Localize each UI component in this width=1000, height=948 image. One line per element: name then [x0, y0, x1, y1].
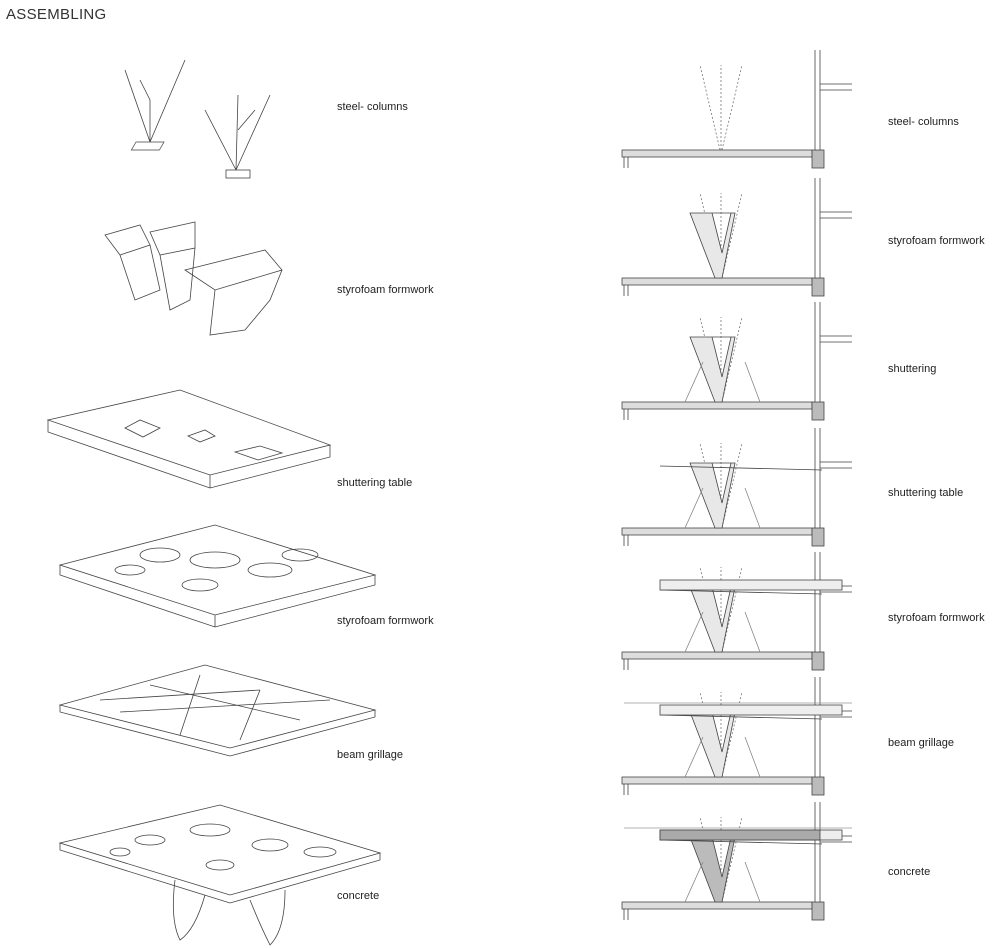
section-step-4 — [621, 428, 852, 547]
left-concrete-drawing — [58, 804, 382, 946]
section-step-3 — [621, 302, 852, 421]
section-step-2 — [621, 178, 852, 297]
left-beam-grillage-drawing — [58, 664, 377, 757]
right-step-label: shuttering — [888, 363, 937, 375]
left-shuttering-table-drawing — [46, 389, 332, 489]
left-step-label: beam grillage — [337, 749, 404, 761]
right-step-label: beam grillage — [888, 737, 955, 749]
diagram-title: ASSEMBLING — [6, 6, 107, 23]
section-step-6 — [621, 677, 852, 796]
section-step-7 — [621, 802, 852, 921]
section-step-1 — [621, 50, 852, 169]
left-step-label: styrofoam formwork — [337, 615, 434, 627]
left-step-label: steel- columns — [337, 101, 408, 113]
right-step-label: steel- columns — [888, 116, 959, 128]
right-step-label: styrofoam formwork — [888, 612, 985, 624]
left-formwork-slab-drawing — [58, 524, 377, 628]
left-step-label: shuttering table — [337, 477, 413, 489]
left-step-label: concrete — [337, 890, 380, 902]
left-step-label: styrofoam formwork — [337, 284, 434, 296]
right-sections — [621, 50, 852, 921]
right-step-label: concrete — [888, 866, 931, 878]
right-step-label: shuttering table — [888, 487, 964, 499]
left-formwork-drawing — [104, 221, 283, 336]
right-step-label: styrofoam formwork — [888, 235, 985, 247]
left-steel-columns-drawing — [124, 59, 271, 179]
section-step-5 — [621, 552, 852, 671]
